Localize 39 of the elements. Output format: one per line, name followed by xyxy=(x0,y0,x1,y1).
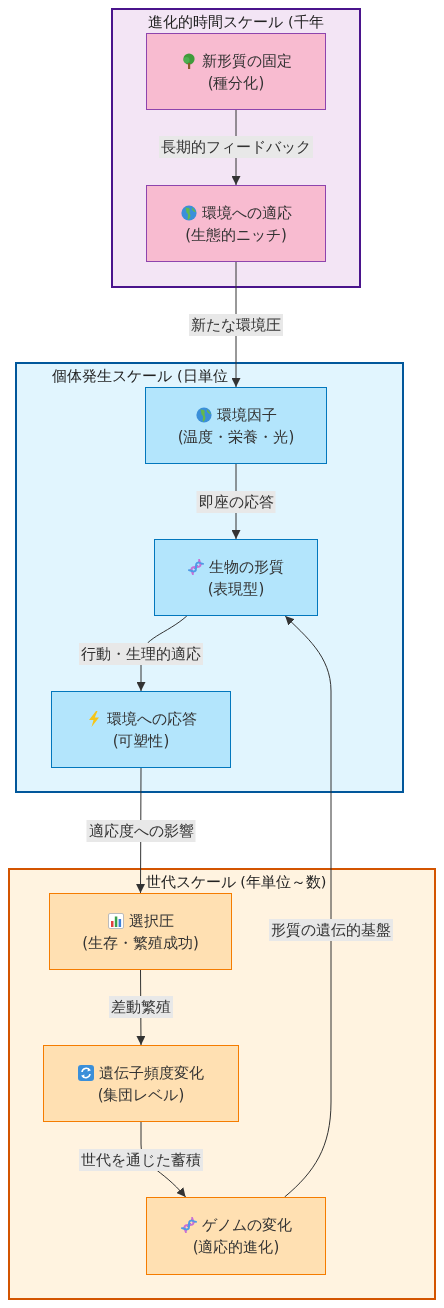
node-label: 生物の形質 xyxy=(209,556,284,578)
node-label: 環境への応答 xyxy=(106,708,197,730)
process-box xyxy=(43,1045,239,1122)
edge-label: 行動・生理的適応 xyxy=(79,643,203,665)
process-box xyxy=(146,33,326,110)
node-label: (集団レベル) xyxy=(97,1084,185,1106)
process-box xyxy=(154,539,318,616)
edge-label: 形質の遺伝的基盤 xyxy=(269,919,393,941)
node-label: (表現型) xyxy=(207,578,265,600)
group-box xyxy=(8,868,436,1300)
group-title: 個体発生スケール (日単位 xyxy=(52,367,228,386)
process-box xyxy=(145,387,327,464)
group-box xyxy=(15,362,404,793)
edge-label: 新たな環境圧 xyxy=(189,314,283,336)
edge-label: 即座の応答 xyxy=(196,491,276,513)
node-label: 選択圧 xyxy=(128,910,174,932)
node-label: (種分化) xyxy=(207,72,265,94)
node-label: (温度・栄養・光) xyxy=(177,426,295,448)
group-title: 進化的時間スケール (千年 xyxy=(148,13,324,32)
node-label: 遺伝子頻度変化 xyxy=(99,1062,204,1084)
edge-label: 差動繁殖 xyxy=(109,996,173,1018)
node-label: ゲノムの変化 xyxy=(201,1215,292,1236)
node-label: 環境因子 xyxy=(216,404,277,426)
node-label: (生態的ニッチ) xyxy=(185,224,287,246)
group-box xyxy=(111,8,361,288)
process-box xyxy=(49,893,232,970)
node-label: (適応的進化) xyxy=(192,1237,280,1258)
process-box xyxy=(146,1197,326,1275)
node-label: 新形質の固定 xyxy=(201,50,292,72)
node-label: (可塑性) xyxy=(112,730,170,752)
edge-label: 長期的フィードバック xyxy=(159,136,313,158)
group-title: 世代スケール (年単位～数) xyxy=(145,873,327,892)
edge-label: 世代を通じた蓄積 xyxy=(79,1149,203,1171)
node-label: 環境への適応 xyxy=(201,202,292,224)
edge-label: 適応度への影響 xyxy=(86,820,196,842)
process-box xyxy=(146,185,326,262)
process-box xyxy=(51,691,231,768)
arrow xyxy=(284,615,332,1198)
node-label: (生存・繁殖成功) xyxy=(82,932,199,954)
